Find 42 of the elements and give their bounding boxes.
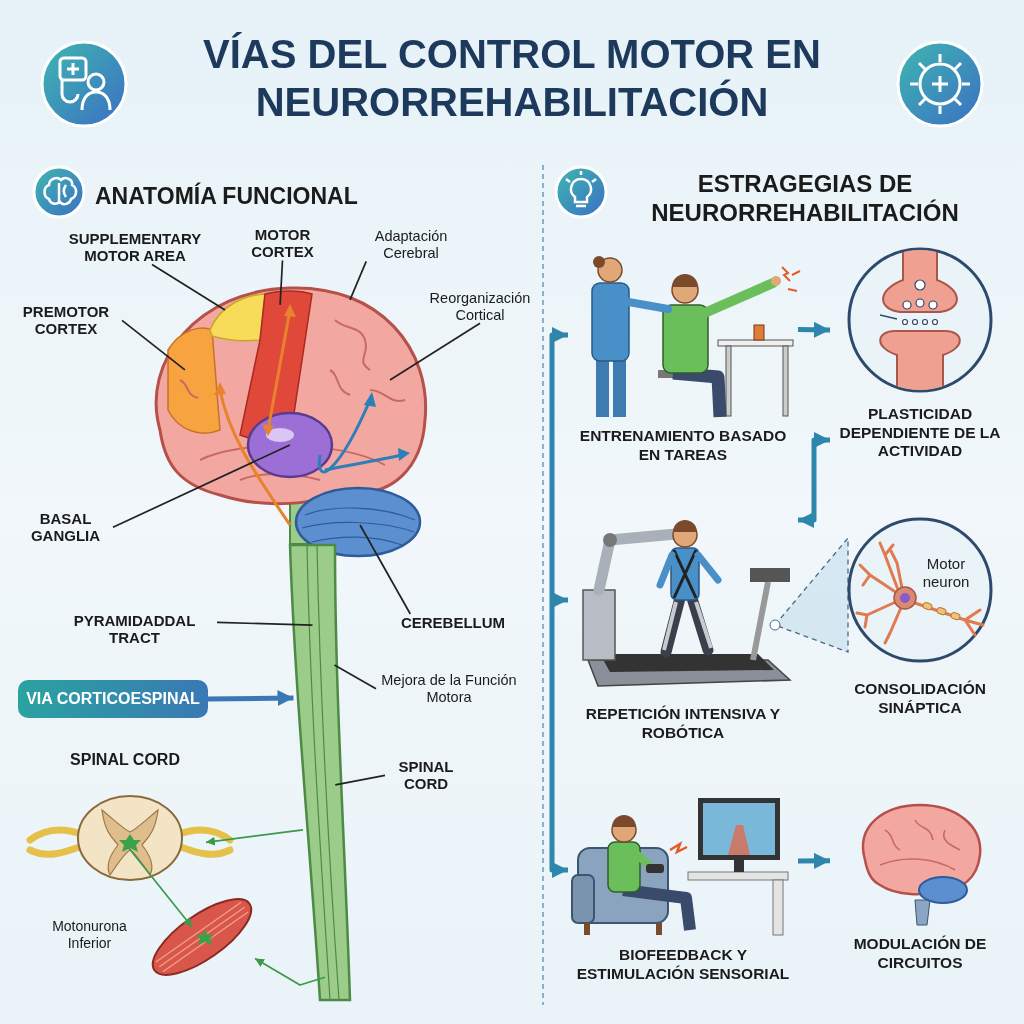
pathway-badge: VIA CORTICOESPINAL [18, 680, 208, 718]
node-label: ENTRENAMIENTO BASADO EN TAREAS [578, 427, 788, 465]
section-heading: ESTRAGEGIAS DE NEURORREHABILITACIÓN [650, 170, 960, 228]
leader-line [334, 774, 386, 786]
structure-label: Motonurona Inferior [51, 918, 128, 952]
arrow [798, 852, 830, 869]
node-label: REPETICIÓN INTENSIVA Y ROBÓTICA [584, 705, 782, 743]
arrow [254, 957, 326, 986]
structure-label: Adaptación Cerebral [352, 228, 470, 262]
leader-line [389, 322, 481, 381]
leader-line [333, 664, 377, 690]
structure-label: PYRAMIDADDAL TRACT [52, 612, 217, 647]
node-label: Motor neuron [921, 555, 971, 591]
arrow [549, 600, 568, 878]
structure-label: BASAL GANGLIA [18, 510, 113, 545]
structure-label: SUPPLEMENTARY MOTOR AREA [50, 230, 220, 265]
structure-label: PREMOTOR CORTEX [10, 303, 122, 338]
structure-label: CEREBELLUM [392, 614, 514, 632]
leader-line [151, 263, 226, 311]
node-label: CONSOLIDACIÓN SINÁPTICA [853, 680, 987, 718]
structure-label: Mejora de la Función Motora [376, 672, 522, 706]
arrow [549, 327, 568, 600]
arrow [552, 592, 568, 608]
leader-line [349, 260, 368, 301]
leader-line [121, 319, 186, 371]
node-label: PLASTICIDAD DEPENDIENTE DE LA ACTIVIDAD [838, 405, 1002, 461]
structure-label: MOTOR CORTEX [240, 226, 325, 261]
node-label: BIOFEEDBACK Y ESTIMULACIÓN SENSORIAL [575, 946, 791, 984]
title: VÍAS DEL CONTROL MOTOR EN NEURORREHABILITACIÓN [202, 31, 822, 126]
arrow [798, 432, 830, 528]
arrow [797, 321, 831, 338]
node-label: MODULACIÓN DE CIRCUITOS [852, 935, 988, 973]
arrow [207, 690, 294, 707]
leader-line [279, 259, 284, 306]
section-heading: ANATOMÍA FUNCIONAL [95, 183, 359, 211]
arrow [205, 828, 304, 846]
leader-line [216, 621, 314, 626]
structure-label: SPINAL CORD [69, 750, 181, 770]
structure-label: Reorganización Cortical [422, 290, 538, 324]
structure-label: SPINAL CORD [385, 758, 467, 793]
leader-line [359, 524, 412, 615]
leader-line [112, 444, 291, 529]
